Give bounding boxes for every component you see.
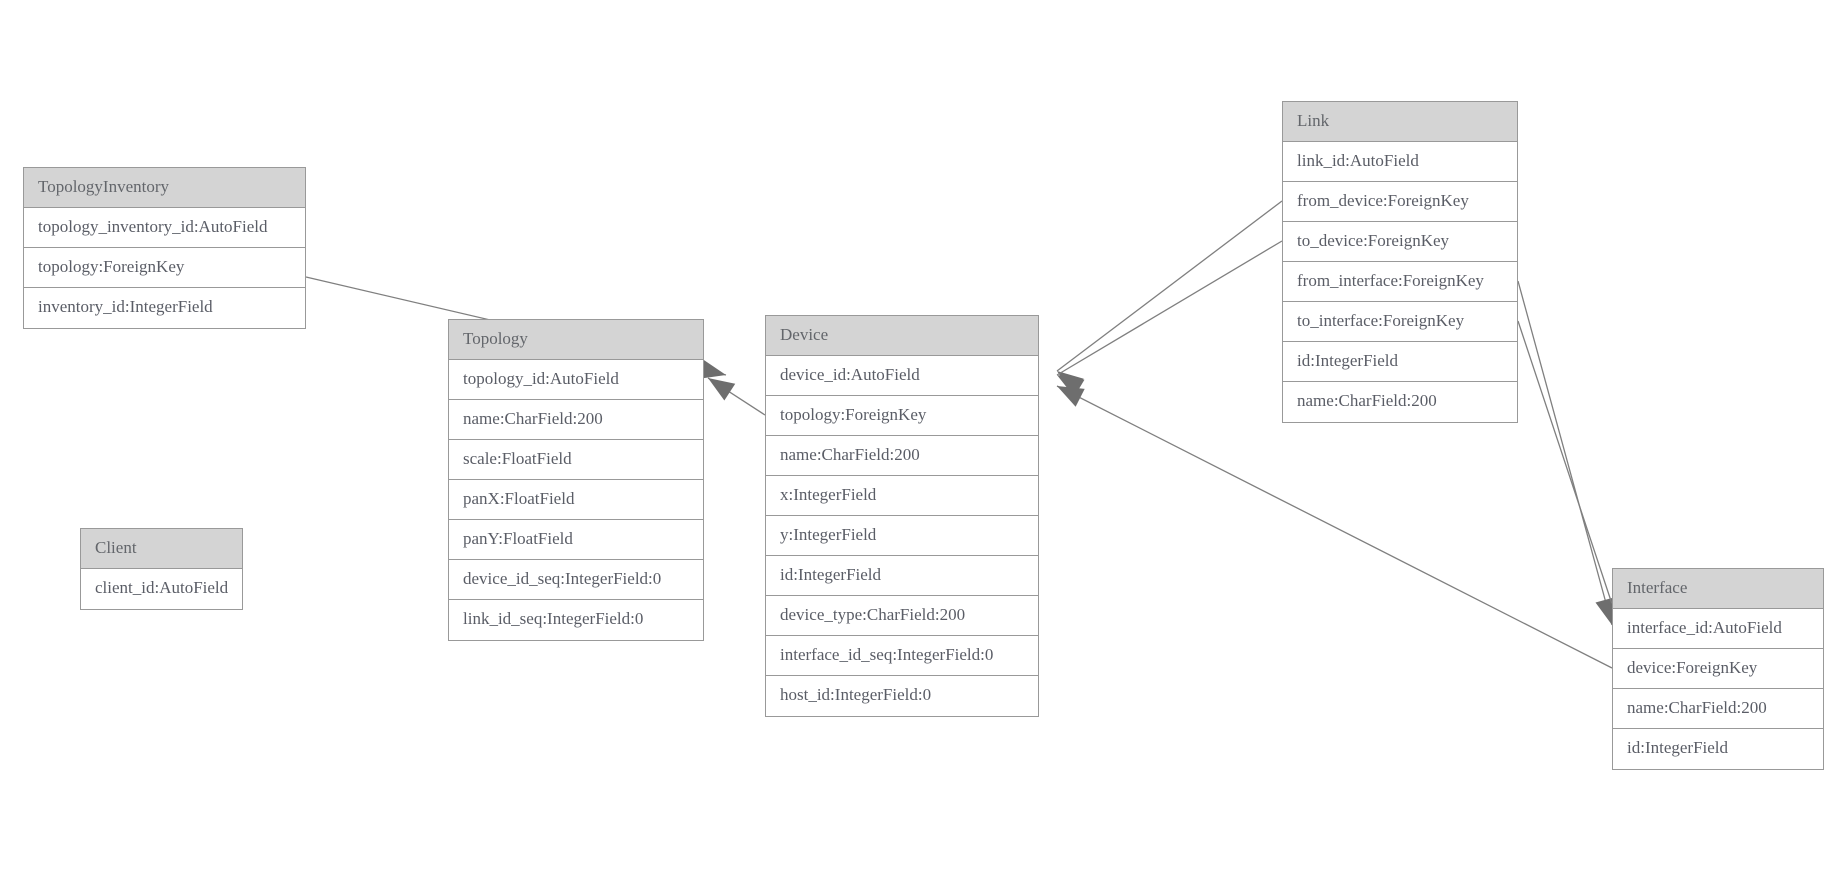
entity-field-row: device_type:CharField:200 (766, 596, 1038, 636)
entity-field-row: interface_id:AutoField (1613, 609, 1823, 649)
entity-field-row: name:CharField:200 (449, 400, 703, 440)
entity-field-row: to_device:ForeignKey (1283, 222, 1517, 262)
relationship-arrowhead (1057, 386, 1085, 407)
entity-field-row: from_interface:ForeignKey (1283, 262, 1517, 302)
relationship-arrowhead (1057, 371, 1084, 395)
relationship-line (1056, 385, 1613, 669)
entity-field-row: panX:FloatField (449, 480, 703, 520)
entity-field-row: id:IntegerField (1627, 738, 1729, 757)
entity-title-link: Link (1283, 102, 1517, 142)
relationship-device-topology (707, 377, 766, 416)
entity-field-row: name:CharField:200 (766, 436, 1038, 476)
relationship-line (1517, 280, 1613, 626)
entity-field-row: id:IntegerField (766, 556, 1038, 596)
entity-field-row: device_id_seq:IntegerField:0 (449, 560, 703, 600)
relationship-link-to_device-device (1056, 240, 1283, 397)
entity-client[interactable]: Client client_id:AutoField (80, 528, 243, 610)
relationship-line (1056, 200, 1283, 372)
relationship-line (1056, 240, 1283, 376)
entity-field-row: topology_id:AutoField (449, 360, 703, 400)
entity-title-client: Client (81, 529, 242, 569)
relationship-line (707, 377, 766, 416)
entity-field-row: topology:ForeignKey (24, 248, 305, 288)
entity-field-row: inventory_id:IntegerField (38, 297, 213, 316)
entity-field-row: client_id:AutoField (95, 578, 229, 597)
entity-field-row: link_id:AutoField (1283, 142, 1517, 182)
entity-field-row: from_device:ForeignKey (1283, 182, 1517, 222)
entity-field-row: topology:ForeignKey (766, 396, 1038, 436)
entity-field-row: id:IntegerField (1283, 342, 1517, 382)
entity-field-row: to_interface:ForeignKey (1283, 302, 1517, 342)
entity-field-row: topology_inventory_id:AutoField (24, 208, 305, 248)
entity-title-interface: Interface (1613, 569, 1823, 609)
entity-field-row: y:IntegerField (766, 516, 1038, 556)
entity-field-row: panY:FloatField (449, 520, 703, 560)
entity-title-topology_inventory: TopologyInventory (24, 168, 305, 208)
entity-field-row: name:CharField:200 (1297, 391, 1437, 410)
relationship-line (1517, 320, 1621, 629)
entity-field-row: scale:FloatField (449, 440, 703, 480)
entity-field-row: interface_id_seq:IntegerField:0 (766, 636, 1038, 676)
relationship-arrowhead (1057, 375, 1085, 397)
entity-field-row: name:CharField:200 (1613, 689, 1823, 729)
relationship-arrowhead (708, 378, 736, 401)
relationship-link-from_device-device (1056, 200, 1283, 395)
entity-field-row: host_id:IntegerField:0 (780, 685, 932, 704)
entity-title-device: Device (766, 316, 1038, 356)
entity-field-row: x:IntegerField (766, 476, 1038, 516)
entity-field-row: device:ForeignKey (1613, 649, 1823, 689)
entity-field-row: link_id_seq:IntegerField:0 (463, 609, 644, 628)
entity-title-topology: Topology (449, 320, 703, 360)
entity-field-row: device_id:AutoField (766, 356, 1038, 396)
relationship-link-from_interface-interface (1517, 280, 1615, 626)
